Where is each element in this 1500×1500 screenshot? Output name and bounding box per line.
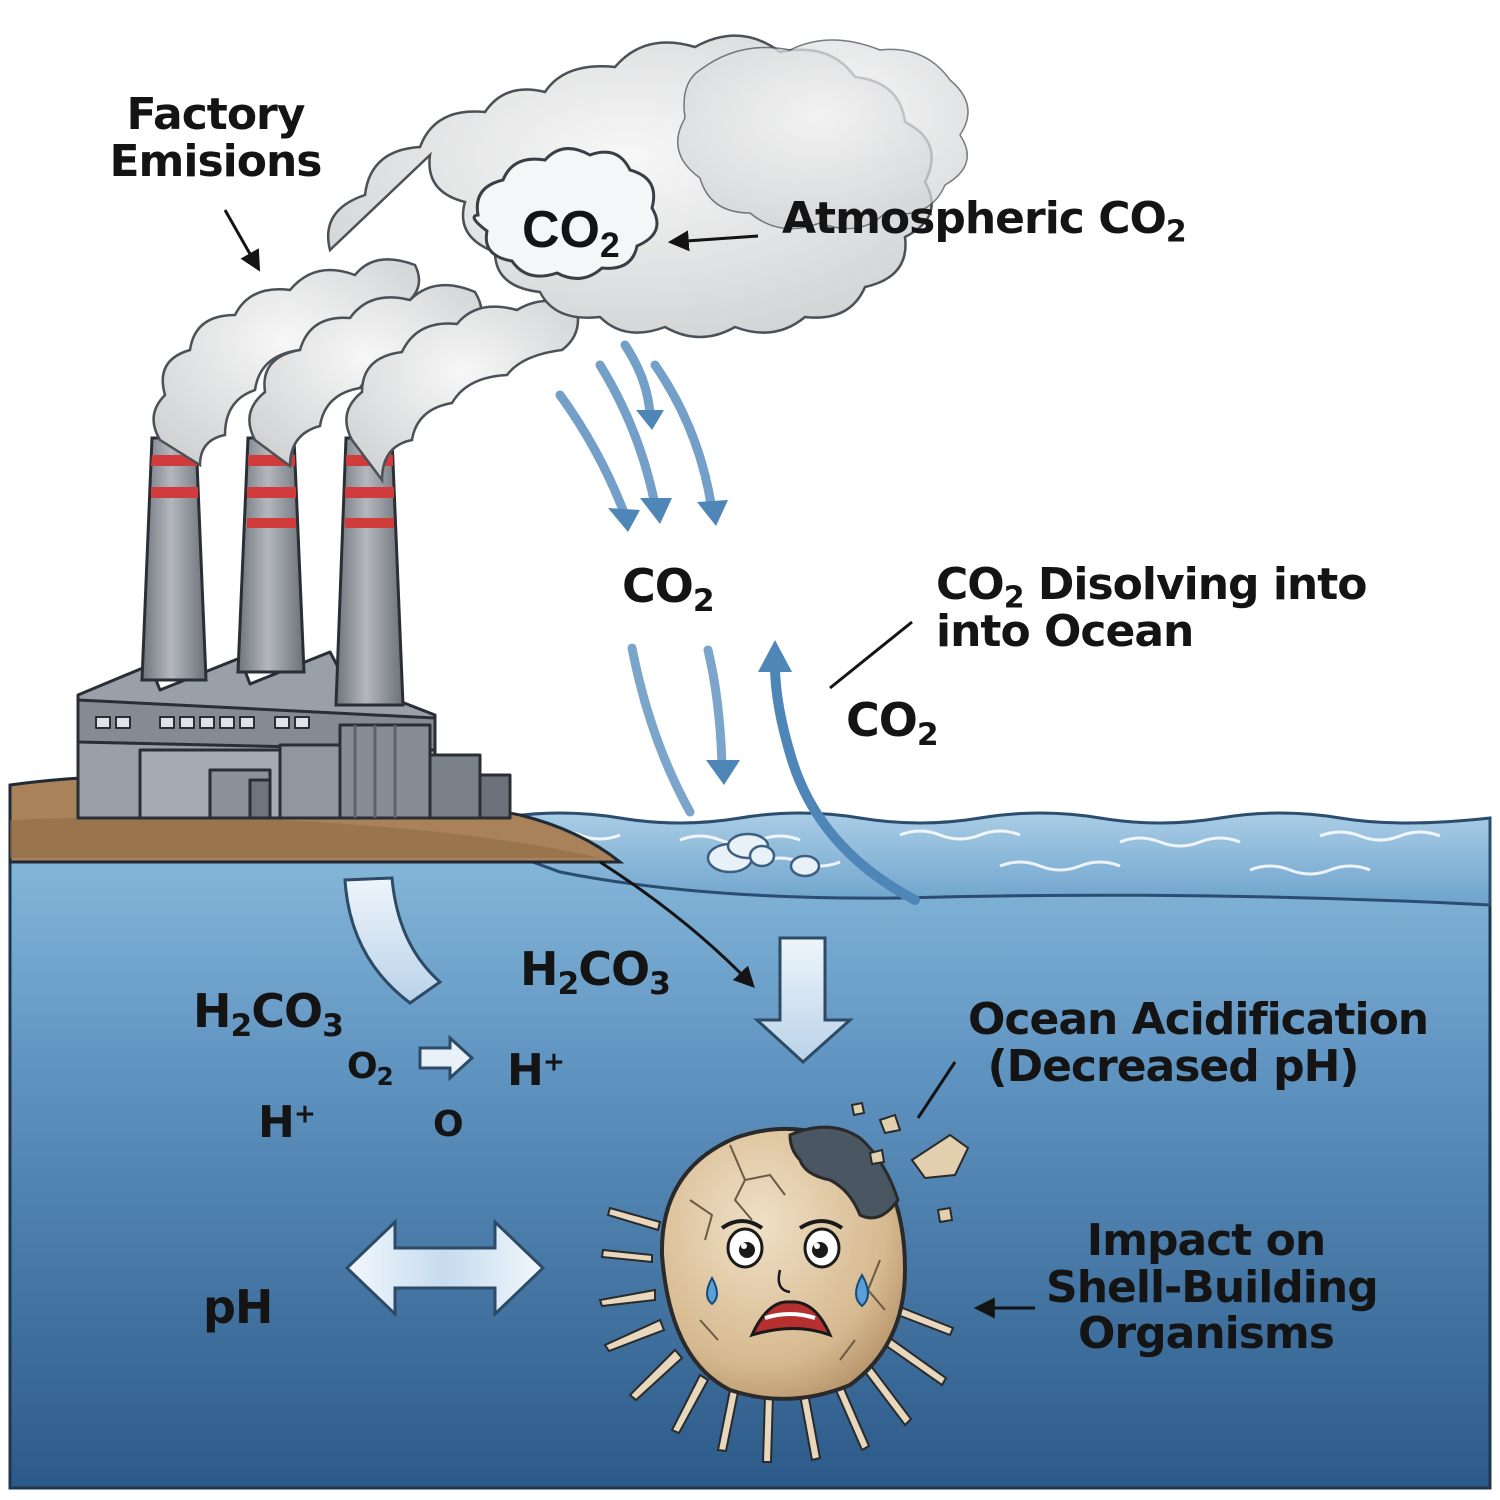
dissolving-leader-line xyxy=(829,620,913,690)
o-label: O xyxy=(433,1104,464,1145)
emissions-pointer-arrow xyxy=(223,209,261,272)
shore-shadow xyxy=(10,816,600,858)
factory-emissions-line1: Factory xyxy=(126,89,306,140)
impact-line3: Organisms xyxy=(1078,1308,1335,1360)
ocean-acidification-line1: Ocean Acidification xyxy=(968,994,1429,1045)
sad-face xyxy=(720,1219,844,1338)
sinking-arrow-head xyxy=(706,760,740,785)
h2co3-left-label: H2CO3 xyxy=(193,984,344,1044)
surface-bubbles xyxy=(706,832,821,878)
h-plus-left-label: H+ xyxy=(258,1097,316,1148)
atmospheric-co2-label: Atmospheric CO2 xyxy=(782,193,1187,250)
double-arrow-icon xyxy=(344,1218,546,1318)
tear-icon xyxy=(706,1275,718,1306)
small-right-arrow xyxy=(418,1034,475,1082)
rising-arrow-head xyxy=(758,640,792,672)
shore-to-ocean-arrow xyxy=(599,860,755,989)
impact-line2: Shell-Building xyxy=(1046,1261,1379,1313)
falling-co2-label: CO2 xyxy=(622,559,715,619)
rising-co2-arrow xyxy=(770,660,920,905)
factory-emissions-label: Factory Emisions xyxy=(108,89,323,187)
cloud-co2-label: CO2 xyxy=(522,201,620,265)
down-pale-arrow xyxy=(753,936,854,1065)
cracked-shell-organism-icon xyxy=(598,1101,970,1463)
acidification-leader-line xyxy=(916,1061,957,1119)
ocean-acidification-line2: (Decreased pH) xyxy=(987,1040,1359,1092)
smokestack-icon xyxy=(140,436,405,707)
curved-pale-arrow xyxy=(343,876,443,1005)
sinking-arrows xyxy=(627,643,727,817)
impact-line1: Impact on xyxy=(1086,1215,1326,1266)
rising-co2-label: CO2 xyxy=(846,693,939,753)
impact-label: Impact on Shell-Building Organisms xyxy=(1046,1215,1379,1360)
ph-label: pH xyxy=(203,1280,273,1334)
falling-arrow-heads xyxy=(608,410,728,532)
dissolving-line1: CO2 Disolving into xyxy=(936,559,1368,616)
shell-fragments xyxy=(850,1101,970,1224)
smoke-cloud-icon xyxy=(152,34,969,484)
h-plus-right-label: H+ xyxy=(507,1045,565,1096)
h2co3-center-label: H2CO3 xyxy=(520,942,671,1002)
atmospheric-pointer-arrow xyxy=(667,230,759,252)
dissolving-line2: into Ocean xyxy=(936,605,1194,657)
dissolving-label: CO2 Disolving into into Ocean xyxy=(936,559,1368,657)
tear-icon xyxy=(855,1272,869,1308)
falling-co2-arrows xyxy=(555,340,717,520)
factory-emissions-line2: Emisions xyxy=(109,135,323,187)
ocean-acidification-label: Ocean Acidification (Decreased pH) xyxy=(968,994,1429,1092)
o2-label: O2 xyxy=(347,1046,394,1091)
